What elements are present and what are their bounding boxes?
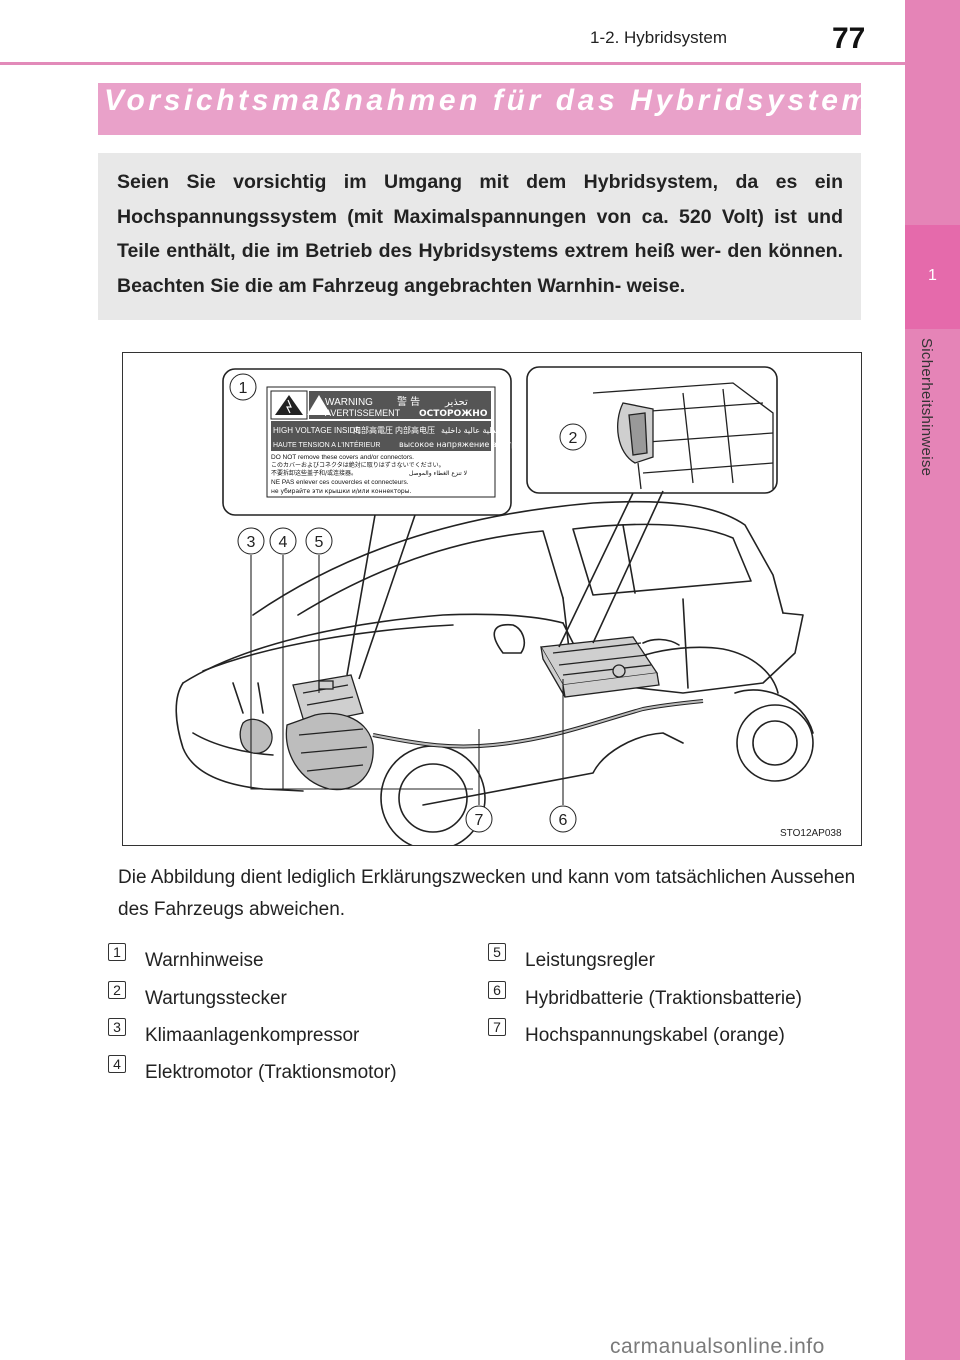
legend-label: Elektromotor (Traktionsmotor) [145, 1062, 397, 1083]
page-number: 77 [832, 22, 866, 55]
legend-label: Leistungsregler [525, 950, 655, 971]
header-divider [0, 62, 905, 65]
service-plug-detail [592, 382, 774, 490]
callout-4: 4 [269, 527, 297, 555]
chapter-number: 1 [928, 267, 937, 284]
legend-number-badge: 2 [108, 981, 126, 999]
legend-label: Hybridbatterie (Traktionsbatterie) [525, 988, 803, 1009]
legend-label: Klimaanlagenkompressor [145, 1025, 360, 1046]
running-header: 1-2. Hybridsystem [590, 28, 727, 47]
notice-line-fr: NE PAS enlever ces couvercles et connect… [271, 479, 409, 486]
svg-text:1: 1 [239, 380, 248, 397]
section-title: Vorsichtsmaßnahmen für das Hybridsystem [104, 84, 872, 117]
chapter-title: Sicherheitshinweise [918, 338, 935, 477]
warning-heading-en: WARNING [325, 397, 373, 408]
hybrid-system-illustration: WARNING AVERTISSEMENT 警 告 تحذير ОСТОРОЖН… [122, 352, 862, 846]
car-drawing [175, 500, 814, 845]
callout-6: 6 [549, 805, 577, 833]
svg-text:3: 3 [247, 534, 256, 551]
electric-motor-unit [285, 712, 374, 791]
notice-line-ru: не убирайте эти крышки и/или коннекторы. [271, 488, 411, 495]
warning-heading-cjk: 警 告 [397, 395, 420, 408]
callout-1: 1 [229, 373, 257, 401]
callout-7: 7 [465, 805, 493, 833]
legend-item-3: 3 Klimaanlagenkompressor [108, 1018, 360, 1047]
intro-text: Seien Sie vorsichtig im Umgang mit dem H… [117, 171, 843, 297]
section-banner [98, 83, 861, 135]
hv-label-en: HIGH VOLTAGE INSIDE [273, 426, 361, 435]
legend-number-badge: 3 [108, 1018, 126, 1036]
svg-text:2: 2 [569, 430, 578, 447]
legend-item-2: 2 Wartungsstecker [108, 981, 287, 1010]
legend-number-badge: 1 [108, 943, 126, 961]
svg-text:4: 4 [279, 534, 288, 551]
notice-line-ja: このカバーおよびコネクタは絶対に取りはずさないでください。 [271, 461, 445, 469]
callout-2: 2 [559, 423, 587, 451]
hv-label-cjk-1: 内部高電圧 [353, 425, 393, 435]
intro-box [98, 153, 861, 320]
chapter-number-box [905, 225, 960, 329]
callout-3: 3 [237, 527, 265, 555]
legend-label: Wartungsstecker [145, 988, 287, 1009]
legend-number-badge: 6 [488, 981, 506, 999]
watermark: carmanualsonline.info [610, 1335, 825, 1358]
figure-code: STO12AP038 [780, 828, 842, 839]
chapter-side-tab [905, 0, 960, 1360]
legend-label: Warnhinweise [145, 950, 264, 971]
hv-label-ru: высокое напряжение внутри [399, 440, 521, 449]
hv-label-cjk-2: 内部高电压 [395, 425, 435, 435]
notice-line-en: DO NOT remove these covers and/or connec… [271, 454, 414, 461]
warning-heading-ar: تحذير [444, 397, 468, 408]
notice-line-zh: 不要拆卸这些盖子和/或连接器。 [271, 469, 357, 477]
warning-heading-fr: AVERTISSEMENT [325, 408, 401, 418]
svg-text:6: 6 [559, 812, 568, 829]
hybrid-battery-unit [539, 636, 660, 698]
callout-5: 5 [305, 527, 333, 555]
legend-label: Hochspannungskabel (orange) [525, 1025, 785, 1046]
svg-text:5: 5 [315, 534, 324, 551]
svg-text:7: 7 [475, 812, 484, 829]
power-control-unit [292, 674, 364, 726]
legend-number-badge: 5 [488, 943, 506, 961]
legend-item-7: 7 Hochspannungskabel (orange) [488, 1018, 785, 1047]
warning-label-sticker: WARNING AVERTISSEMENT 警 告 تحذير ОСТОРОЖН… [266, 386, 521, 498]
legend-item-1: 1 Warnhinweise [108, 943, 264, 972]
hv-label-fr: HAUTE TENSION A L'INTÉRIEUR [273, 440, 380, 449]
figure-caption: Die Abbildung dient lediglich Erklärungs… [118, 867, 856, 920]
legend-item-4: 4 Elektromotor (Traktionsmotor) [108, 1055, 397, 1084]
legend-number-badge: 7 [488, 1018, 506, 1036]
warning-heading-ru: ОСТОРОЖНО [419, 409, 488, 419]
legend-number-badge: 4 [108, 1055, 126, 1073]
legend-item-6: 6 Hybridbatterie (Traktionsbatterie) [488, 981, 803, 1010]
ac-compressor-unit [239, 718, 273, 754]
notice-line-ar: لا تنزع الغطاء والموصل [409, 470, 467, 477]
legend-item-5: 5 Leistungsregler [488, 943, 655, 972]
hv-label-ar: فولطية عالية داخلية [441, 426, 506, 435]
